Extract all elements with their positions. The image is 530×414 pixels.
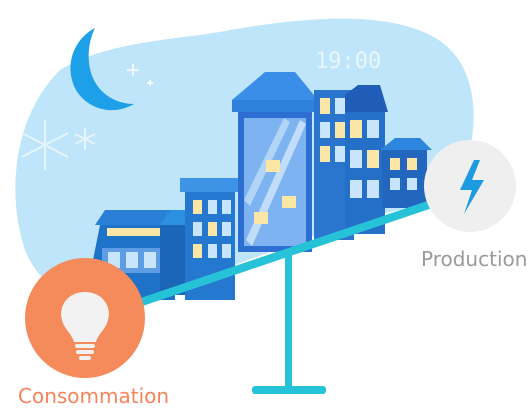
consumption-badge (25, 258, 145, 378)
moon-icon (70, 28, 134, 111)
production-label: Production (421, 247, 528, 271)
stars (127, 64, 153, 86)
consumption-label: Consommation (18, 384, 170, 408)
city-buildings (85, 72, 432, 300)
lightbulb-icon (61, 292, 109, 360)
production-badge (424, 140, 516, 232)
lightning-bolt-icon (460, 160, 484, 214)
balance-beam (120, 195, 447, 313)
balance-scale (252, 240, 326, 394)
clock-time: 19:00 (315, 49, 381, 74)
snowflake-icon (21, 120, 96, 170)
